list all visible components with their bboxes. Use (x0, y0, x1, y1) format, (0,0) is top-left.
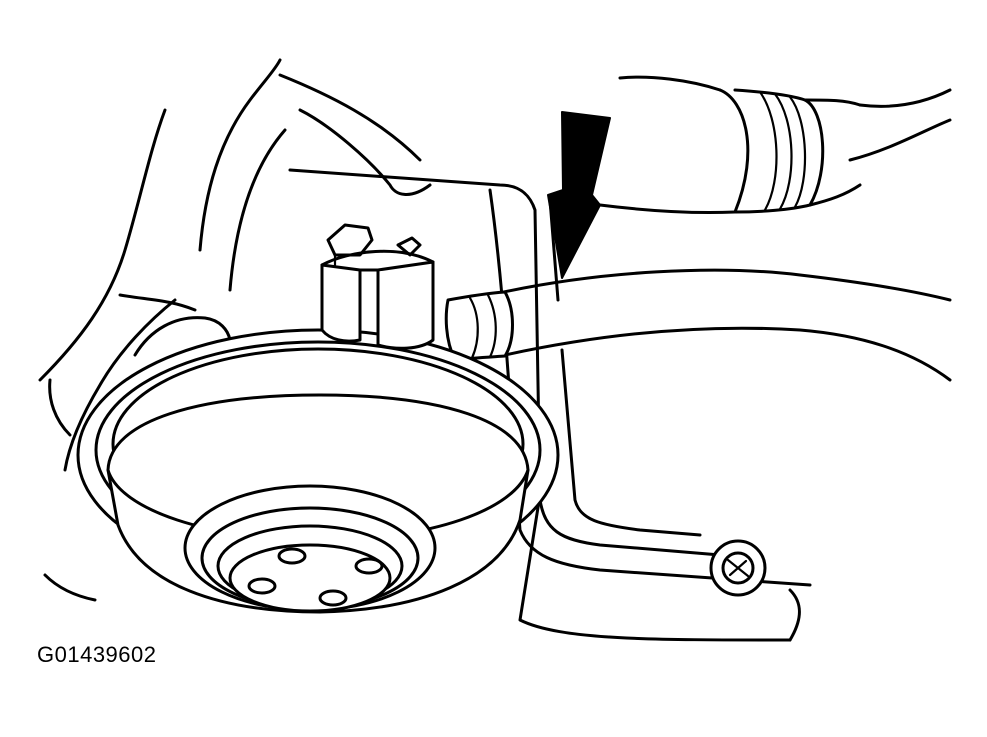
callout-arrow (547, 111, 611, 279)
figure-caption-id: G01439602 (37, 642, 157, 667)
upper-hose (598, 75, 952, 215)
actuator-housing (76, 316, 560, 614)
vacuum-hose (444, 268, 952, 382)
vacuum-port-block (320, 223, 435, 350)
engine-block-contours (38, 58, 432, 602)
